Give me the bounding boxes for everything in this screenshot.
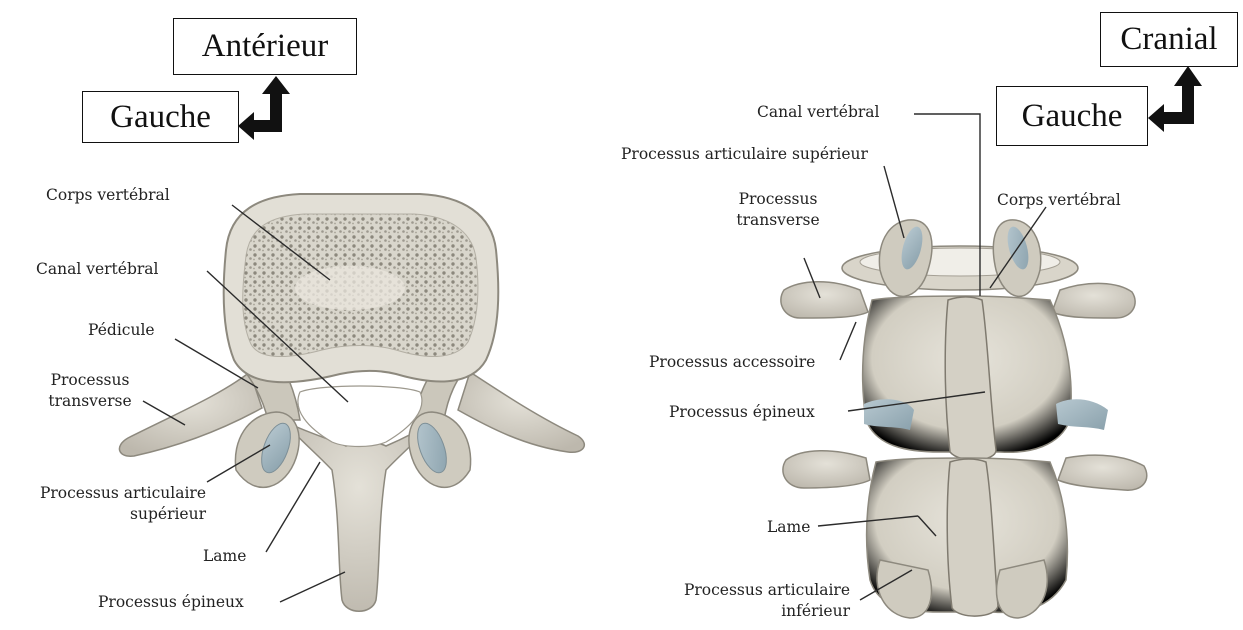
orientation-cranial-label: Cranial bbox=[1120, 23, 1217, 56]
label-processus-transverse-left: Processus transverse bbox=[30, 370, 150, 412]
orientation-anterior-label: Antérieur bbox=[202, 30, 328, 63]
right-transverse-process-art bbox=[458, 372, 584, 452]
label-processus-epineux-left: Processus épineux bbox=[98, 592, 244, 613]
orientation-anterior-box: Antérieur bbox=[173, 18, 357, 75]
orientation-left-box-2: Gauche bbox=[996, 86, 1148, 146]
right-lower-right-transverse-art bbox=[1058, 455, 1147, 490]
right-vertebrae-art bbox=[781, 220, 1147, 618]
orientation-left-label-1: Gauche bbox=[110, 101, 211, 134]
label-pedicule: Pédicule bbox=[88, 320, 155, 341]
label-corps-vertebral-right: Corps vertébral bbox=[997, 190, 1121, 211]
right-upper-left-transverse-art bbox=[781, 282, 868, 318]
label-processus-accessoire: Processus accessoire bbox=[649, 352, 815, 373]
label-processus-epineux-right: Processus épineux bbox=[669, 402, 815, 423]
label-canal-vertebral-right: Canal vertébral bbox=[757, 102, 879, 123]
label-lame-left: Lame bbox=[203, 546, 246, 567]
left-orientation-arrow bbox=[238, 76, 290, 140]
label-lame-right: Lame bbox=[767, 517, 810, 538]
right-inf-articular-left-art bbox=[877, 560, 931, 618]
label-corps-vertebral-left: Corps vertébral bbox=[46, 185, 170, 206]
orientation-left-box-1: Gauche bbox=[82, 91, 239, 143]
right-lower-left-transverse-art bbox=[783, 451, 870, 488]
label-processus-articulaire-inferieur: Processus articulaire inférieur bbox=[650, 580, 850, 622]
orientation-left-label-2: Gauche bbox=[1022, 100, 1123, 133]
orientation-cranial-box: Cranial bbox=[1100, 12, 1238, 67]
label-processus-articulaire-superieur-right: Processus articulaire supérieur bbox=[621, 144, 868, 165]
label-processus-articulaire-superieur-left: Processus articulaire supérieur bbox=[6, 483, 206, 525]
label-processus-transverse-right: Processus transverse bbox=[718, 189, 838, 231]
label-canal-vertebral-left: Canal vertébral bbox=[36, 259, 158, 280]
right-orientation-arrow bbox=[1148, 66, 1202, 132]
right-inf-articular-right-art bbox=[997, 560, 1048, 618]
right-upper-right-transverse-art bbox=[1052, 283, 1135, 318]
left-vertebra-art bbox=[119, 194, 584, 611]
